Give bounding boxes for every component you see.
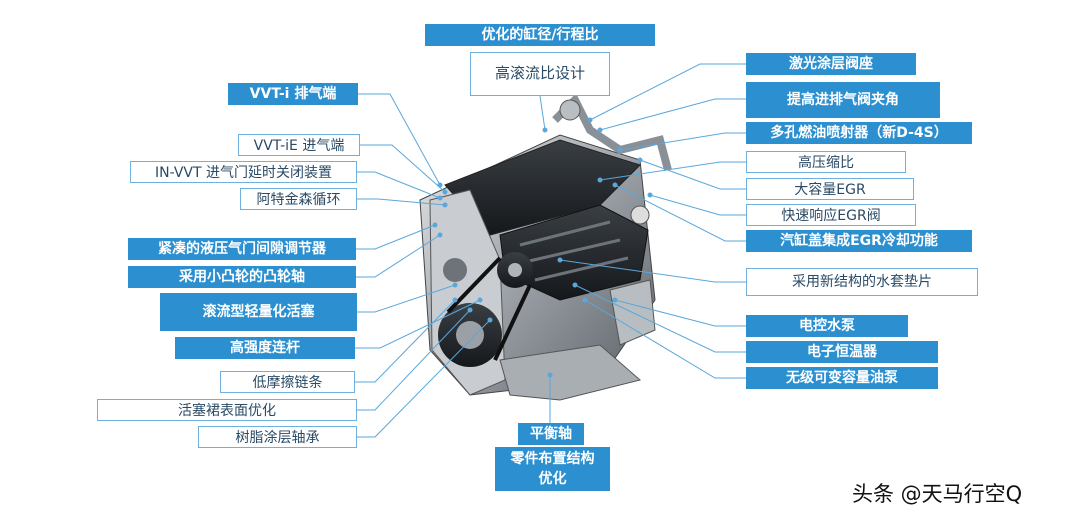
label-bore-stroke: 优化的缸径/行程比 bbox=[425, 24, 655, 46]
label-camshaft: 采用小凸轮的凸轮轴 bbox=[128, 266, 356, 288]
label-chain: 低摩擦链条 bbox=[220, 371, 355, 393]
label-piston: 滚流型轻量化活塞 bbox=[160, 293, 357, 331]
label-water-pump: 电控水泵 bbox=[746, 315, 908, 337]
label-in-vvt: IN-VVT 进气门延时关闭装置 bbox=[130, 161, 357, 183]
label-parts-layout: 零件布置结构 优化 bbox=[495, 447, 610, 491]
label-valve-angle: 提高进排气阀夹角 bbox=[746, 82, 940, 118]
label-water-jacket: 采用新结构的水套垫片 bbox=[746, 268, 978, 296]
label-compression: 高压缩比 bbox=[746, 151, 906, 173]
label-balance-shaft: 平衡轴 bbox=[518, 423, 584, 445]
label-vvti-exhaust: VVT-i 排气端 bbox=[228, 83, 358, 105]
label-egr-valve: 快速响应EGR阀 bbox=[746, 204, 916, 226]
label-egr-cooling: 汽缸盖集成EGR冷却功能 bbox=[746, 230, 972, 252]
label-laser-valve-seat: 激光涂层阀座 bbox=[746, 53, 916, 75]
label-resin-bearing: 树脂涂层轴承 bbox=[198, 426, 357, 448]
label-hydraulic-lash: 紧凑的液压气门间隙调节器 bbox=[128, 238, 356, 260]
label-egr: 大容量EGR bbox=[746, 178, 914, 200]
label-vvtie-intake: VVT-iE 进气端 bbox=[238, 134, 360, 156]
label-piston-skirt: 活塞裙表面优化 bbox=[97, 399, 357, 421]
label-atkinson: 阿特金森循环 bbox=[240, 188, 357, 210]
label-tumble-design: 高滚流比设计 bbox=[470, 52, 610, 96]
label-conrod: 高强度连杆 bbox=[175, 337, 355, 359]
label-injector: 多孔燃油喷射器（新D-4S） bbox=[746, 122, 972, 144]
label-thermostat: 电子恒温器 bbox=[746, 341, 938, 363]
label-oil-pump: 无级可变容量油泵 bbox=[746, 367, 938, 389]
watermark: 头条 @天马行空Q bbox=[852, 482, 1023, 506]
